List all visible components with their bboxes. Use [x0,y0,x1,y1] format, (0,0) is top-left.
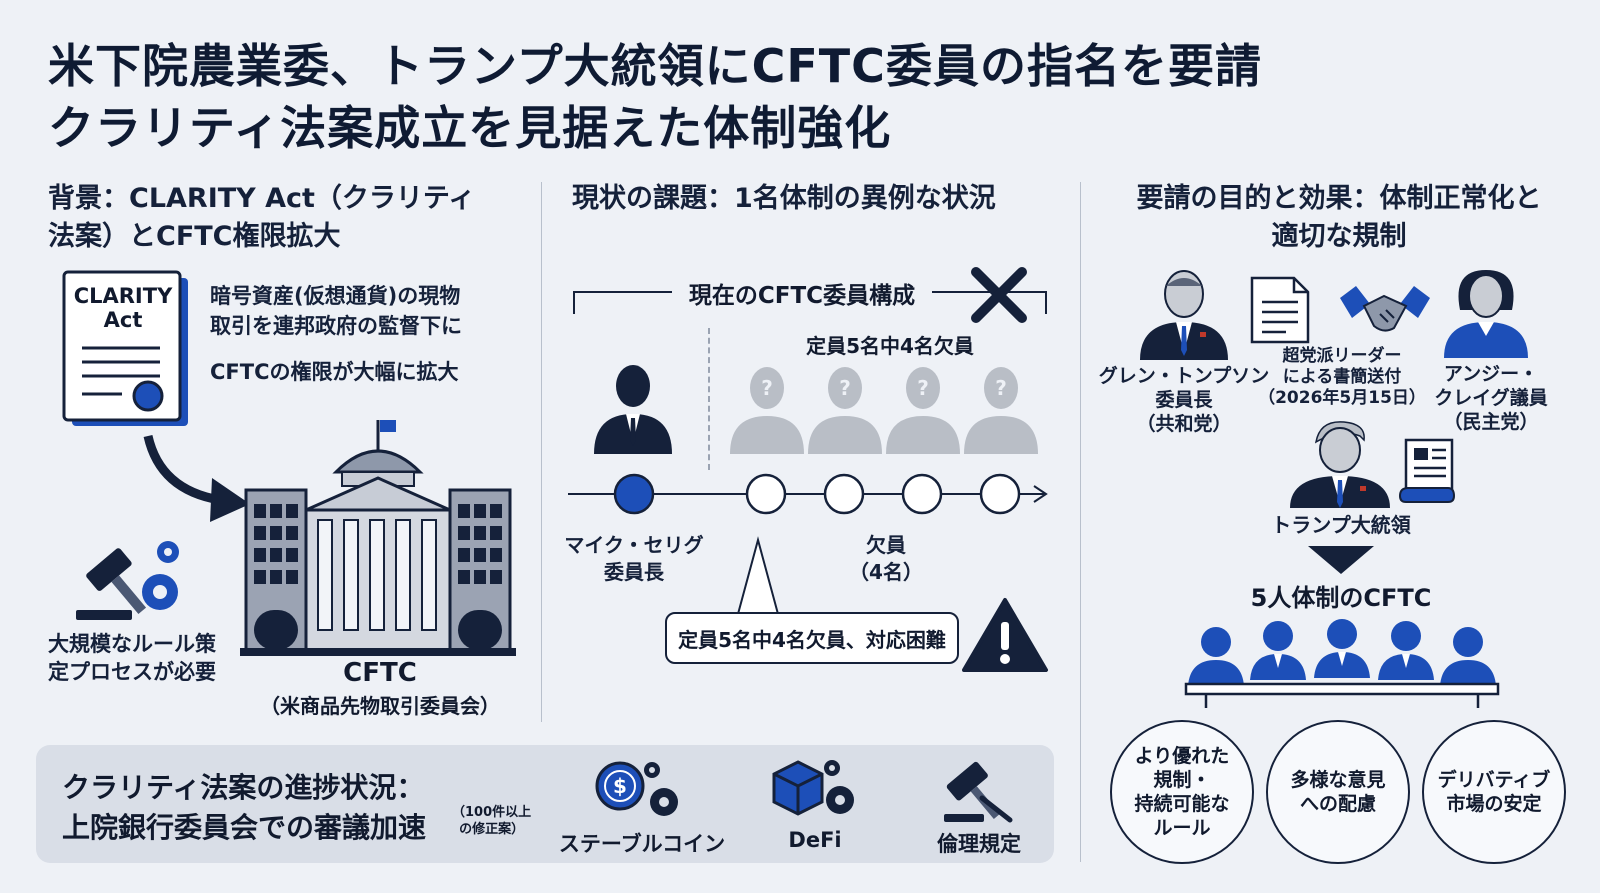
gavel-gears-icon [76,541,179,620]
defi-label: DeFi [788,828,842,852]
chair-name: マイク・セリグ 委員長 [556,532,712,586]
letter-document-icon [1250,276,1310,344]
cftc-full-name: （米商品先物取引委員会） [260,694,500,718]
president-person-icon [1290,421,1390,508]
craig-label-line2: クレイグ議員 [1434,387,1548,409]
svg-text:?: ? [917,376,929,400]
page-title-line1: 米下院農業委、トランプ大統領にCFTC委員の指名を要請 [48,39,1262,93]
vacancy-note: 定員5名中4名欠員 [806,334,974,358]
letter-label-line3: （2026年5月15日） [1258,388,1426,408]
left-desc-line3: CFTCの権限が大幅に拡大 [210,360,459,384]
svg-text:$: $ [613,774,627,798]
benefit2-line1: 多様な意見 [1290,769,1386,791]
progress-title-line2: 上院銀行委員会での審議加速 [62,811,427,844]
callout-pointer [737,536,779,615]
benefit-better-regulation: より優れた 規制・ 持続可能な ルール [1110,720,1254,864]
cftc-label: CFTC [343,658,417,688]
callout-box: 定員5名中4名欠員、対応困難 [665,612,959,664]
thompson-label-line3: （共和党） [1136,413,1232,435]
stablecoin-icon: $ [595,761,678,816]
progress-panel [36,745,1054,863]
warning-icon [962,598,1048,672]
column-divider-left [541,182,542,722]
amendments-note-line2: の修正案） [459,822,525,837]
craig-label-line3: （民主党） [1443,411,1539,433]
vacant-label-line1: 欠員 [866,533,906,557]
benefit3-line1: デリバティブ [1437,769,1551,791]
president-label: トランプ大統領 [1271,513,1411,537]
left-desc-line2: 取引を連邦政府の監督下に [210,314,462,338]
svg-text:?: ? [995,376,1007,400]
thompson-person-icon [1140,270,1228,360]
right-heading: 要請の目的と効果：体制正常化と 適切な規制 [1094,180,1584,256]
benefit1-line2: 規制・ [1153,769,1211,791]
curved-arrow-icon [143,434,250,522]
benefit1-line1: より優れた [1134,745,1230,767]
order-document-icon [1398,438,1456,503]
benefit-derivatives-stability: デリバティブ 市場の安定 [1422,720,1566,864]
rule-line1: 大規模なルール策 [48,632,216,656]
amendments-note-line1: （100件以上 [452,805,532,820]
benefit-diverse-opinions: 多様な意見 への配慮 [1266,720,1410,864]
vacant-label-line2: （4名） [849,560,923,584]
ethics-gavel-icon [944,761,1013,823]
craig-label-line1: アンジー・ [1443,363,1539,385]
board-label: 現在のCFTC委員構成 [688,283,916,309]
thompson-label-line1: グレン・トンプソン [1098,365,1270,387]
handshake-icon [1340,286,1430,332]
dashed-separator [708,328,710,470]
rule-line2: 定プロセスが必要 [48,660,216,684]
right-heading-line1: 要請の目的と効果：体制正常化と [1136,183,1542,214]
board-bracket [573,291,1047,314]
ethics-label: 倫理規定 [937,832,1021,856]
middle-heading: 現状の課題：1名体制の異例な状況 [572,183,996,214]
five-member-label: 5人体制のCFTC [1250,584,1432,612]
letter-label-line1: 超党派リーダー [1282,346,1402,366]
chair-name-line2: 委員長 [604,560,664,584]
member-timeline [568,473,1048,515]
column-divider-right [1080,182,1081,862]
thompson-label-line2: 委員長 [1155,389,1213,411]
left-heading-line2: 法案）とCFTC権限拡大 [48,221,341,252]
clarity-act-label-line2: Act [103,308,143,332]
down-arrow-icon [1308,546,1374,574]
amendments-note: （100件以上 の修正案） [452,804,531,838]
thompson-label: グレン・トンプソン 委員長 （共和党） [1086,364,1282,436]
benefit3-line2: 市場の安定 [1446,793,1542,815]
benefit1-line3: 持続可能な [1134,793,1230,815]
page-title-line2: クラリティ法案成立を見据えた体制強化 [48,101,892,155]
clarity-act-document-icon [62,270,188,426]
letter-label-line2: による書簡送付 [1282,367,1402,387]
left-heading-line1: 背景：CLARITY Act（クラリティ [48,183,476,214]
five-member-meeting-icon [1184,619,1500,708]
cftc-building-icon [240,420,516,656]
clarity-act-label-line1: CLARITY [73,284,173,308]
left-desc-line1: 暗号資産(仮想通貨)の現物 [210,284,461,308]
craig-label: アンジー・ クレイグ議員 （民主党） [1416,362,1566,434]
defi-cube-icon [772,760,854,816]
benefit1-line4: ルール [1153,817,1211,839]
vacant-label: 欠員 （4名） [806,532,966,586]
svg-text:?: ? [761,376,773,400]
craig-person-icon [1444,270,1528,358]
vacant-persons-group: ???? [730,367,1038,454]
chair-person-icon [594,365,672,454]
chair-name-line1: マイク・セリグ [564,533,704,557]
left-heading: 背景：CLARITY Act（クラリティ 法案）とCFTC権限拡大 [48,180,475,256]
clarity-act-label: CLARITY Act [66,284,180,332]
stablecoin-label: ステーブルコイン [558,832,726,856]
svg-text:?: ? [839,376,851,400]
x-mark-icon [971,267,1027,323]
letter-label: 超党派リーダー による書簡送付 （2026年5月15日） [1254,346,1430,409]
progress-title-line1: クラリティ法案の進捗状況： [62,771,425,804]
benefit2-line2: への配慮 [1299,793,1376,815]
right-heading-line2: 適切な規制 [1271,221,1407,252]
